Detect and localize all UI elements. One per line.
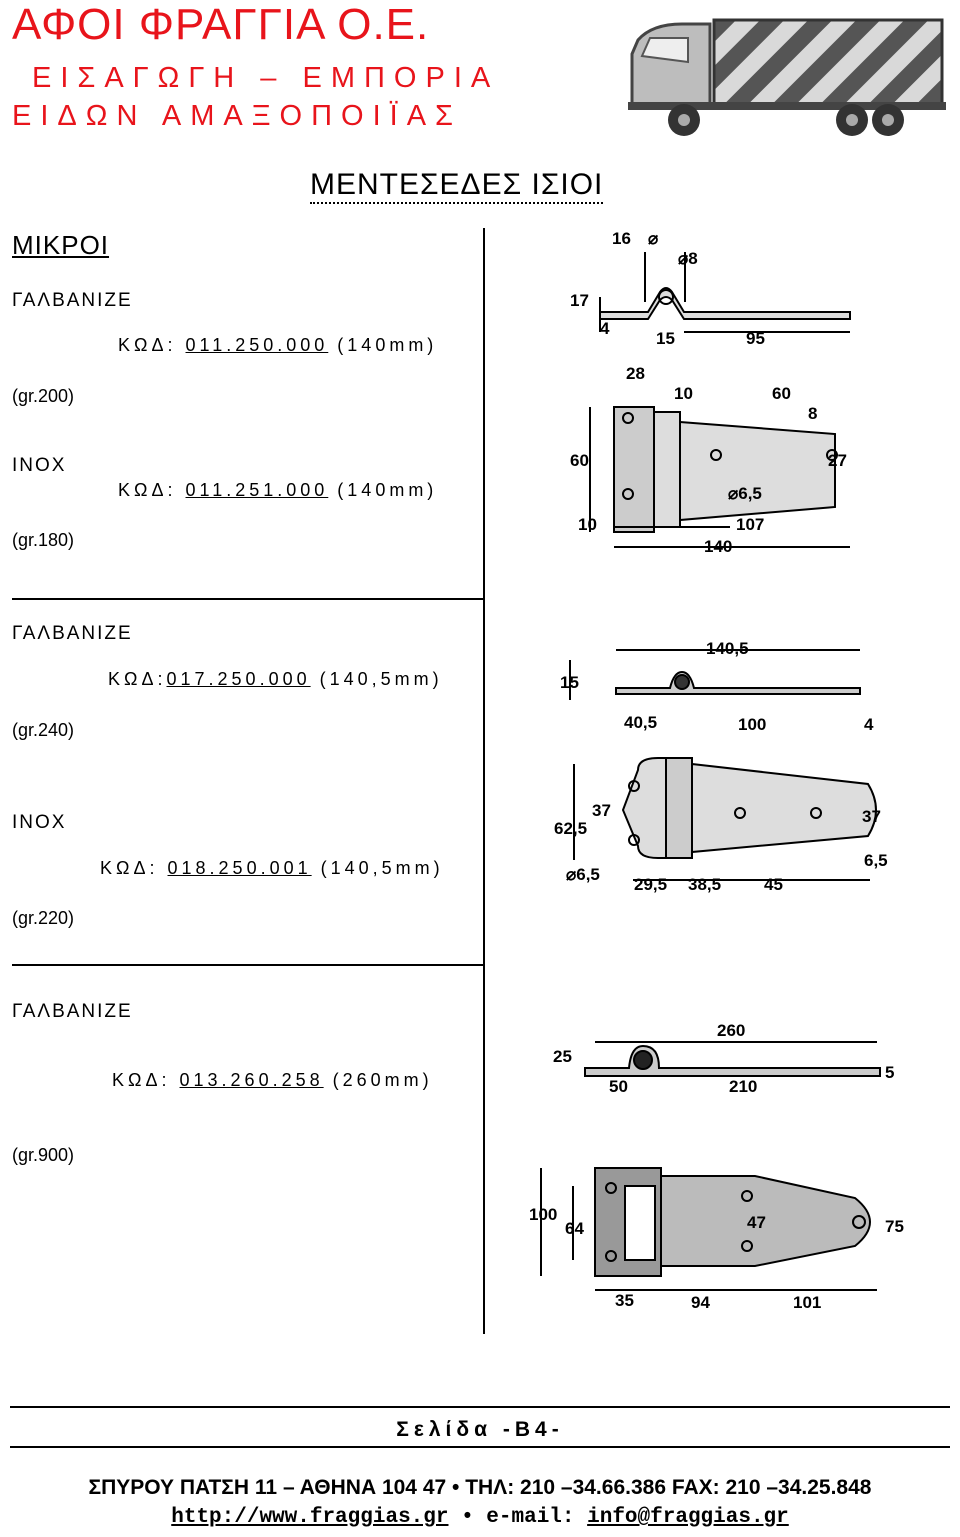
svg-text:6,5: 6,5 [864,851,888,870]
truck-logo [628,18,946,136]
svg-text:64: 64 [565,1219,584,1238]
svg-text:60: 60 [772,384,791,403]
hinge-drawing-2: 140,5 15 40,5 100 4 37 62,5 37 ⌀6,5 29,5… [554,639,888,894]
footer-divider-bottom [10,1446,950,1448]
product-code: ΚΩΔ: 013.260.258 (260mm) [112,1070,433,1090]
email-label: • e-mail: [461,1506,575,1529]
svg-text:16: 16 [612,229,631,248]
weight-label: (gr.900) [12,1145,75,1165]
weight-label: (gr.240) [12,720,75,740]
row-divider-1 [12,598,484,600]
svg-text:28: 28 [626,364,645,383]
weight-label: (gr.200) [12,386,75,406]
footer-divider-top [10,1406,950,1408]
hinge-drawing-3: 260 25 50 210 5 100 64 47 75 35 94 101 [529,1021,904,1312]
svg-text:8: 8 [808,404,817,423]
svg-text:38,5: 38,5 [688,875,721,894]
svg-text:⌀8: ⌀8 [678,249,698,268]
svg-text:40,5: 40,5 [624,713,657,732]
svg-text:95: 95 [746,329,765,348]
company-tagline-1: ΕΙΣΑΓΩΓΗ – ΕΜΠΟΡΙΑ [32,62,500,94]
hinge-drawing-1: 16 ⌀ ⌀8 17 4 15 95 28 10 60 8 60 27 ⌀6,5… [570,229,851,556]
svg-text:29,5: 29,5 [634,875,667,894]
svg-text:17: 17 [570,291,589,310]
svg-text:140,5: 140,5 [706,639,749,658]
footer-contacts: http://www.fraggias.gr • e-mail: info@fr… [0,1506,960,1529]
product-code: ΚΩΔ:017.250.000 (140,5mm) [108,669,443,689]
product-code: ΚΩΔ: 011.250.000 (140mm) [118,335,438,355]
svg-text:140: 140 [704,537,732,556]
weight-label: (gr.220) [12,908,75,928]
email-link[interactable]: info@fraggias.gr [587,1506,789,1529]
company-name: ΑΦΟΙ ΦΡΑΓΓΙΑ Ο.Ε. [12,0,430,49]
svg-text:45: 45 [764,875,783,894]
svg-text:260: 260 [717,1021,745,1040]
svg-text:15: 15 [656,329,675,348]
svg-text:35: 35 [615,1291,634,1310]
finish-label: ΓΑΛΒΑΝΙΖΕ [12,290,133,311]
svg-text:15: 15 [560,673,579,692]
finish-label: INOX [12,812,67,833]
svg-text:⌀6,5: ⌀6,5 [728,484,762,503]
svg-text:60: 60 [570,451,589,470]
finish-label: INOX [12,455,67,476]
svg-text:50: 50 [609,1077,628,1096]
svg-text:4: 4 [864,715,874,734]
svg-text:25: 25 [553,1047,572,1066]
svg-text:101: 101 [793,1293,821,1312]
page-title: ΜΕΝΤΕΣΕΔΕΣ ΙΣΙΟΙ [310,168,604,204]
row-divider-2 [12,964,484,966]
weight-label: (gr.180) [12,530,75,550]
svg-text:4: 4 [600,319,610,338]
svg-text:⌀: ⌀ [648,229,659,248]
website-link[interactable]: http://www.fraggias.gr [171,1506,449,1529]
svg-text:37: 37 [862,807,881,826]
svg-text:47: 47 [747,1213,766,1232]
svg-text:75: 75 [885,1217,904,1236]
product-code: ΚΩΔ: 011.251.000 (140mm) [118,480,438,500]
svg-text:⌀6,5: ⌀6,5 [566,865,600,884]
page-number: Σελίδα -B4- [396,1418,564,1441]
svg-text:62,5: 62,5 [554,819,587,838]
column-divider-2 [483,966,485,1334]
svg-text:210: 210 [729,1077,757,1096]
svg-text:10: 10 [578,515,597,534]
section-heading: ΜΙΚΡΟΙ [12,230,110,260]
svg-text:5: 5 [885,1063,894,1082]
svg-text:107: 107 [736,515,764,534]
product-code: ΚΩΔ: 018.250.001 (140,5mm) [100,858,444,878]
footer-address: ΣΠΥΡΟΥ ΠΑΤΣΗ 11 – ΑΘΗΝΑ 104 47 • ΤΗΛ: 21… [88,1476,872,1499]
svg-text:10: 10 [674,384,693,403]
svg-text:100: 100 [738,715,766,734]
svg-text:100: 100 [529,1205,557,1224]
finish-label: ΓΑΛΒΑΝΙΖΕ [12,1001,133,1022]
finish-label: ΓΑΛΒΑΝΙΖΕ [12,623,133,644]
column-divider [483,228,485,966]
svg-text:37: 37 [592,801,611,820]
svg-text:27: 27 [828,451,847,470]
svg-text:94: 94 [691,1293,710,1312]
company-tagline-2: ΕΙΔΩΝ ΑΜΑΞΟΠΟΙΪΑΣ [12,100,462,132]
